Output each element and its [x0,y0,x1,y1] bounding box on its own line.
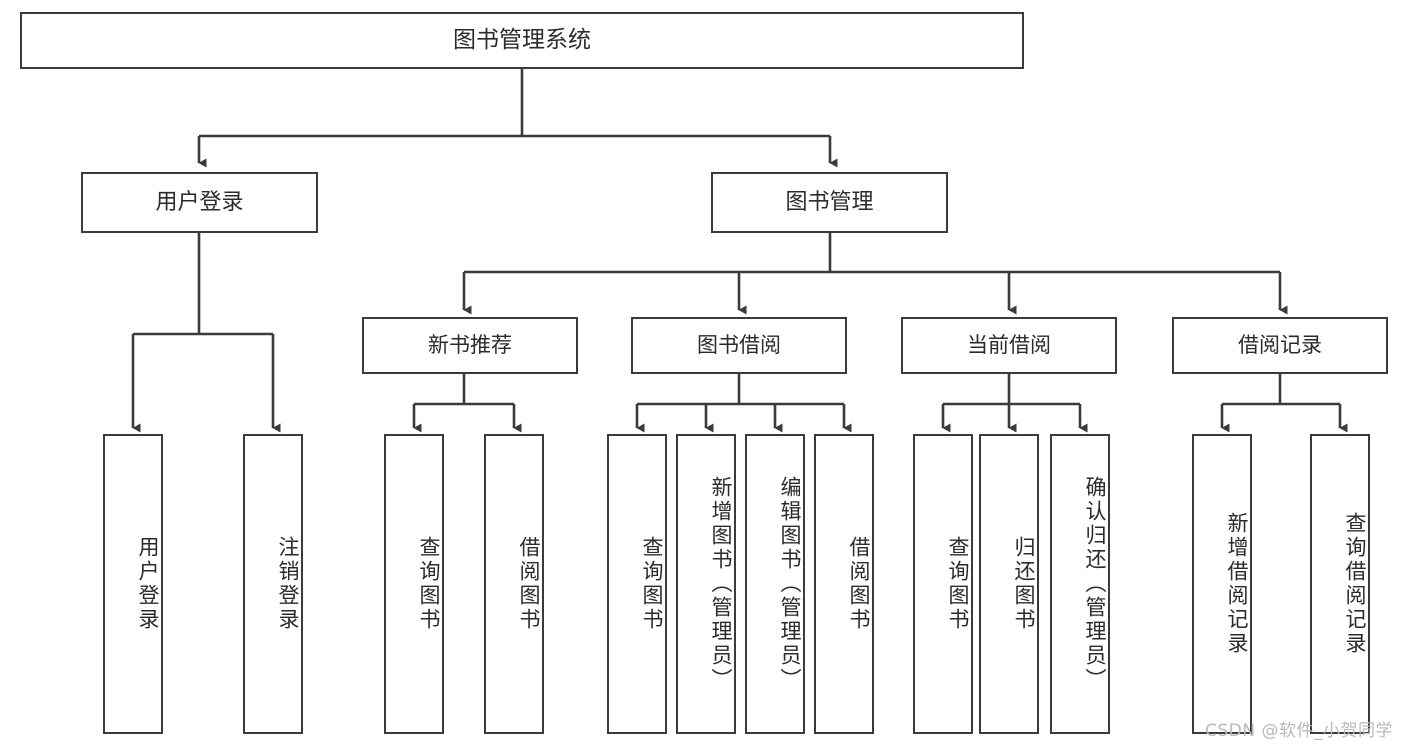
node-book-management[interactable]: 图书管理 [711,172,948,233]
leaf-edit-book-admin[interactable]: 编辑图书（管理员） [745,434,805,734]
node-label: 编辑图书（管理员） [778,476,802,692]
node-label: 归还图书 [1012,536,1036,632]
csdn-watermark: CSDN @软件_小贺同学 [1205,721,1393,741]
node-label: 图书管理系统 [453,27,591,54]
leaf-add-borrow-record[interactable]: 新增借阅记录 [1192,434,1252,734]
leaf-borrow-book[interactable]: 借阅图书 [814,434,874,734]
leaf-user-login[interactable]: 用户登录 [103,434,163,734]
leaf-borrow-book-recommend[interactable]: 借阅图书 [484,434,544,734]
leaf-logout[interactable]: 注销登录 [243,434,303,734]
leaf-query-book-borrow[interactable]: 查询图书 [607,434,667,734]
node-label: 借阅图书 [847,536,871,632]
node-current-borrow[interactable]: 当前借阅 [901,317,1117,374]
leaf-query-book-recommend[interactable]: 查询图书 [384,434,444,734]
node-label: 图书管理 [785,189,874,215]
node-label: 用户登录 [155,189,244,215]
node-label: 确认归还（管理员） [1083,476,1107,692]
node-label: 借阅图书 [517,536,541,632]
leaf-confirm-return-admin[interactable]: 确认归还（管理员） [1050,434,1110,734]
leaf-query-borrow-record[interactable]: 查询借阅记录 [1310,434,1370,734]
leaf-query-book-current[interactable]: 查询图书 [913,434,973,734]
node-label: 查询借阅记录 [1343,512,1367,656]
node-root-library-system[interactable]: 图书管理系统 [20,12,1024,69]
node-label: 注销登录 [276,536,300,632]
node-label: 新书推荐 [428,333,512,358]
leaf-return-book[interactable]: 归还图书 [979,434,1039,734]
node-label: 查询图书 [640,536,664,632]
node-label: 借阅记录 [1238,333,1322,358]
node-new-book-recommend[interactable]: 新书推荐 [362,317,578,374]
node-label: 用户登录 [136,536,160,632]
node-label: 查询图书 [417,536,441,632]
leaf-add-book-admin[interactable]: 新增图书（管理员） [676,434,736,734]
node-label: 当前借阅 [967,333,1051,358]
node-label: 新增图书（管理员） [709,476,733,692]
node-book-borrow[interactable]: 图书借阅 [631,317,847,374]
node-label: 图书借阅 [697,333,781,358]
node-user-login[interactable]: 用户登录 [81,172,318,233]
node-label: 查询图书 [946,536,970,632]
node-label: 新增借阅记录 [1225,512,1249,656]
node-borrow-records[interactable]: 借阅记录 [1172,317,1388,374]
